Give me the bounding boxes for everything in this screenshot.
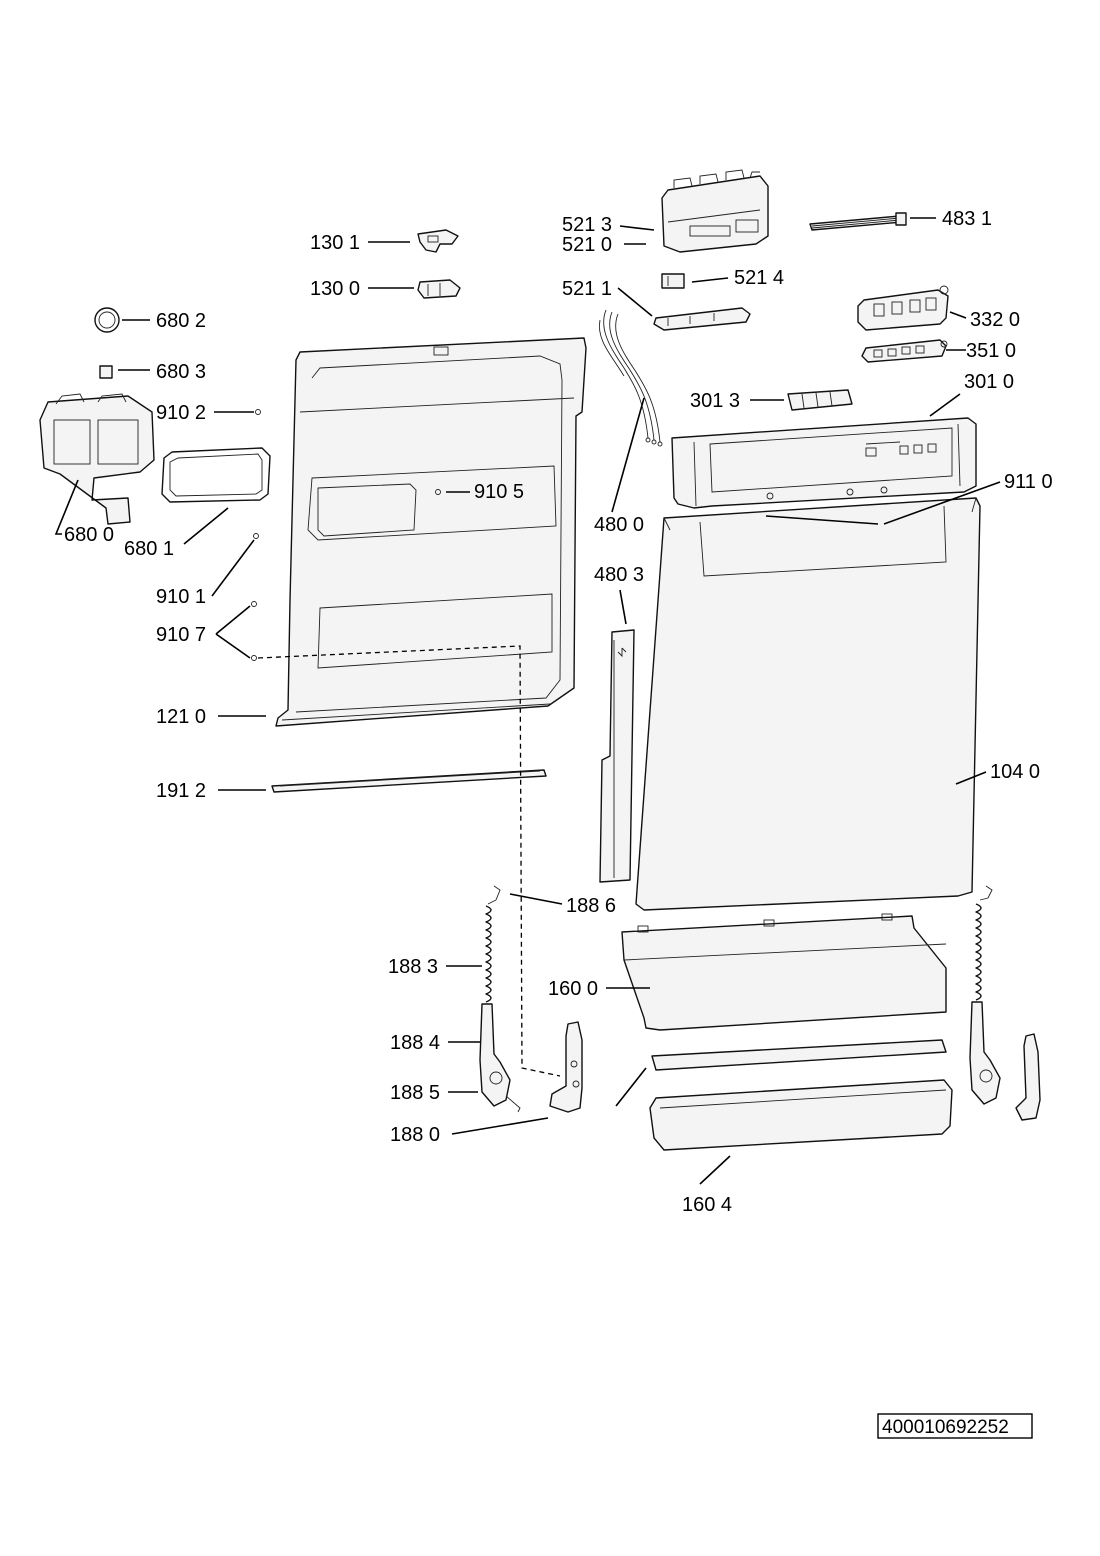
part-301-0	[671, 417, 977, 509]
part-521-control-module	[661, 169, 769, 253]
part-521-4	[661, 273, 685, 289]
label-910-2: 910 2	[156, 402, 206, 424]
label-910-1: 910 1	[156, 586, 206, 608]
part-332-0	[857, 285, 949, 331]
label-130-0: 130 0	[310, 278, 360, 300]
part-160-4	[649, 1039, 953, 1151]
part-680-0	[39, 393, 155, 525]
part-104-0	[635, 497, 981, 911]
part-160-0	[621, 913, 947, 1031]
label-351-0: 351 0	[966, 340, 1016, 362]
label-911-0: 911 0	[1004, 471, 1053, 493]
label-121-0: 121 0	[156, 706, 206, 728]
label-680-1: 680 1	[124, 538, 174, 560]
part-130-1	[417, 229, 459, 253]
part-680-2	[94, 307, 120, 333]
label-521-1: 521 1	[562, 278, 612, 300]
part-121-0	[275, 337, 587, 727]
part-910-screws	[251, 409, 441, 661]
label-680-3: 680 3	[156, 361, 206, 383]
label-160-4: 160 4	[682, 1194, 732, 1216]
label-521-4: 521 4	[734, 267, 784, 289]
label-301-0: 301 0	[964, 371, 1014, 393]
part-521-1	[653, 307, 751, 331]
label-188-0: 188 0	[390, 1124, 440, 1146]
label-332-0: 332 0	[970, 309, 1020, 331]
label-191-2: 191 2	[156, 780, 206, 802]
part-351-0	[861, 339, 948, 363]
part-680-3	[99, 365, 113, 379]
label-521-0: 521 0	[562, 234, 612, 256]
part-191-2	[271, 769, 547, 793]
label-910-5: 910 5	[474, 481, 524, 503]
label-130-1: 130 1	[310, 232, 360, 254]
part-301-3	[787, 389, 853, 411]
label-301-3: 301 3	[690, 390, 740, 412]
part-188-0	[549, 1021, 583, 1113]
leader-lines	[54, 217, 1001, 1185]
label-480-0: 480 0	[594, 514, 644, 536]
part-188-left-hinge	[479, 885, 521, 1113]
document-code-box: 400010692252	[877, 1413, 1033, 1439]
part-480-0	[598, 309, 663, 447]
part-130-0	[417, 279, 461, 299]
label-910-7: 910 7	[156, 624, 206, 646]
label-680-0: 680 0	[64, 524, 114, 546]
part-483-1	[809, 212, 907, 231]
label-188-6: 188 6	[566, 895, 616, 917]
label-680-2: 680 2	[156, 310, 206, 332]
label-188-3: 188 3	[388, 956, 438, 978]
reference-dashed-line	[257, 645, 561, 1077]
label-521-3: 521 3	[562, 214, 612, 236]
label-188-5: 188 5	[390, 1082, 440, 1104]
document-code: 400010692252	[882, 1417, 1009, 1438]
part-480-3	[599, 629, 635, 883]
label-160-0: 160 0	[548, 978, 598, 1000]
part-680-1	[161, 447, 271, 503]
label-188-4: 188 4	[390, 1032, 440, 1054]
label-480-3: 480 3	[594, 564, 644, 586]
label-104-0: 104 0	[990, 761, 1040, 783]
label-483-1: 483 1	[942, 208, 992, 230]
part-188-right-hinge	[969, 885, 1041, 1121]
